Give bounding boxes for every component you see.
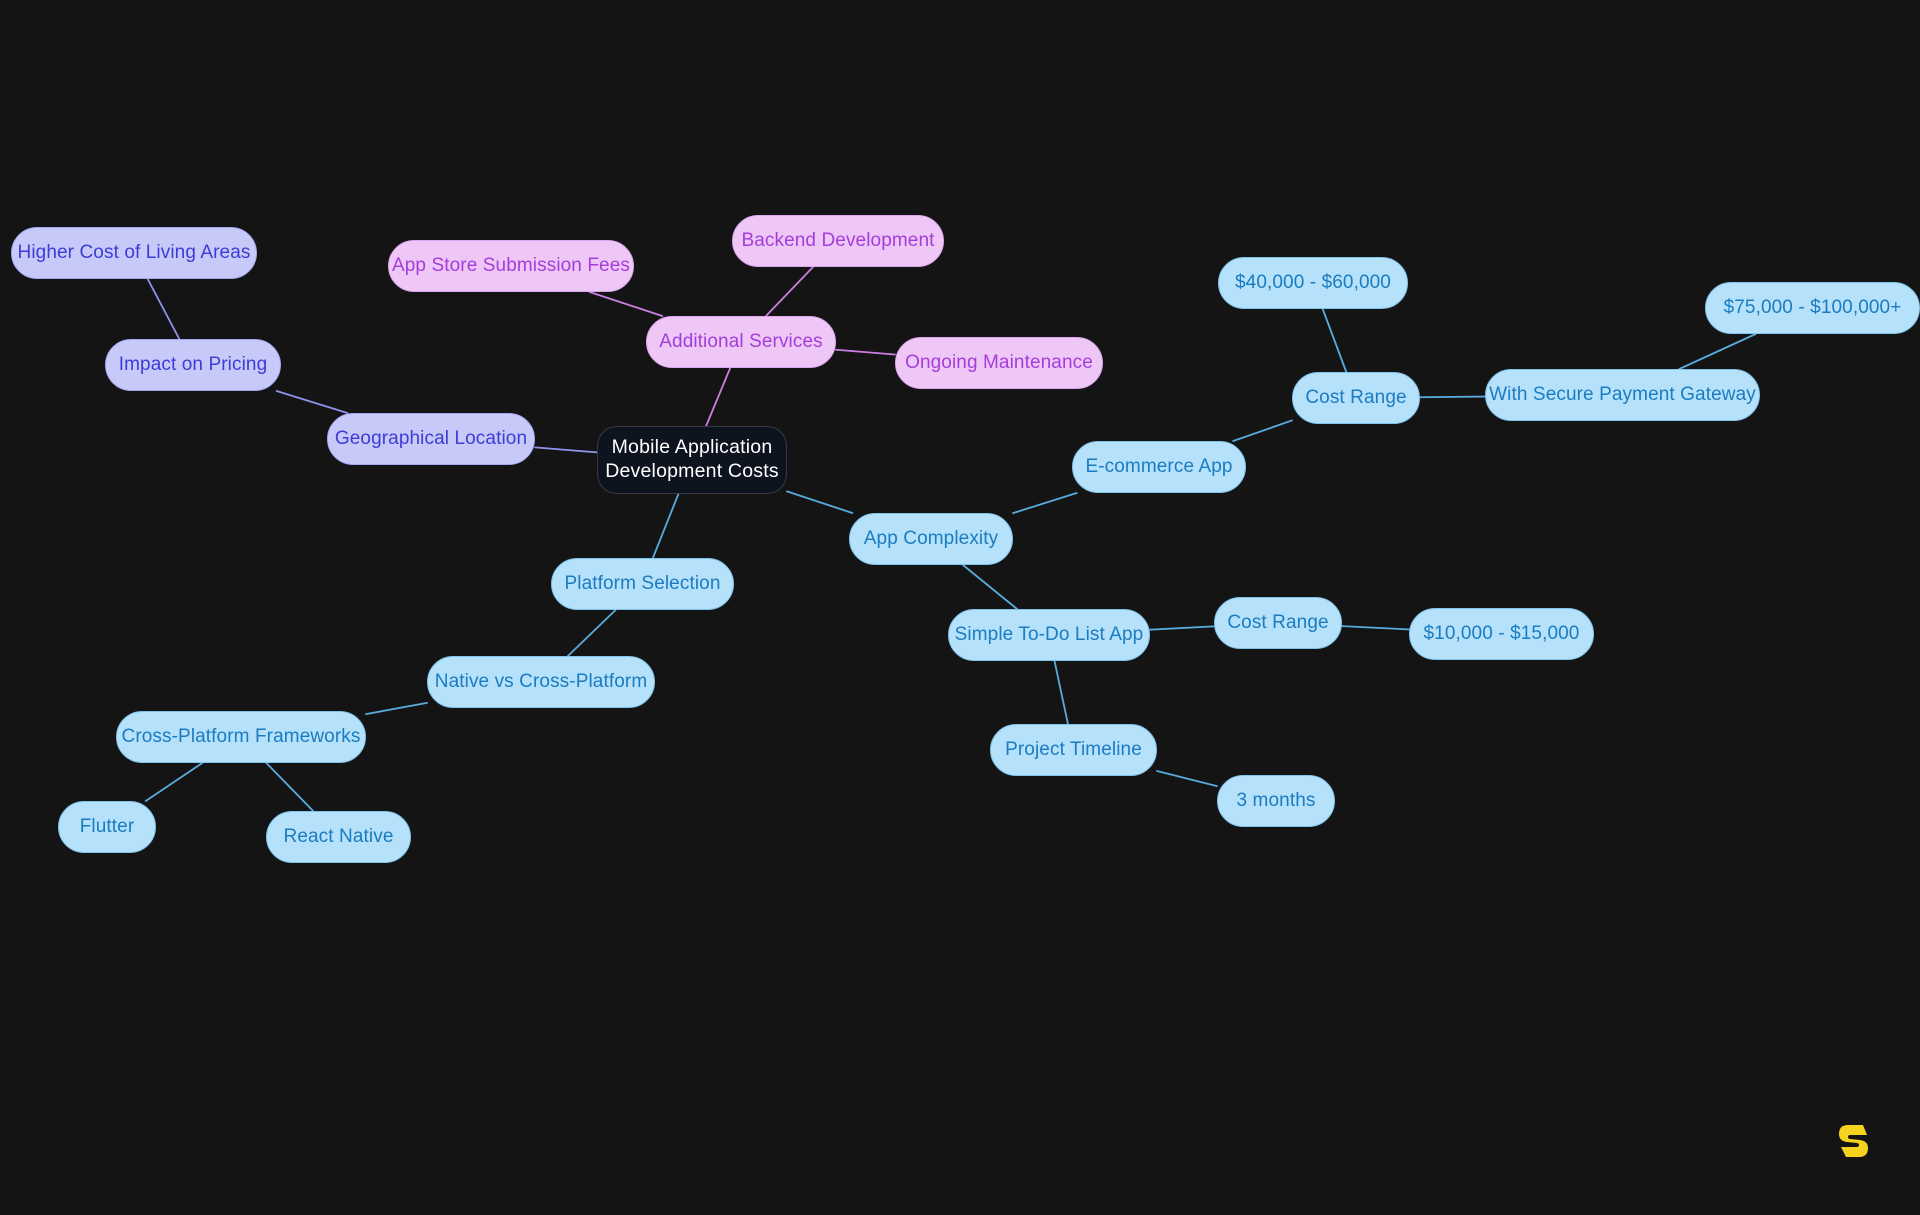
edge-root-to-platform bbox=[651, 493, 680, 559]
mindmap-node-secure_gateway[interactable]: With Secure Payment Gateway bbox=[1485, 369, 1760, 421]
edge-complexity-to-ecommerce bbox=[1012, 492, 1078, 515]
node-label: Flutter bbox=[79, 816, 135, 838]
node-label: $10,000 - $15,000 bbox=[1423, 623, 1580, 645]
mindmap-node-ongoing[interactable]: Ongoing Maintenance bbox=[895, 337, 1103, 389]
node-label: Platform Selection bbox=[564, 573, 721, 595]
node-label: Geographical Location bbox=[334, 428, 528, 450]
node-label: App Complexity bbox=[863, 528, 999, 550]
root-node[interactable]: Mobile Application Development Costs bbox=[597, 426, 787, 494]
mindmap-node-timeline[interactable]: Project Timeline bbox=[990, 724, 1157, 776]
edge-native_cross-to-frameworks bbox=[365, 702, 428, 715]
node-label: $75,000 - $100,000+ bbox=[1723, 297, 1902, 319]
mindmap-node-range_75_100[interactable]: $75,000 - $100,000+ bbox=[1705, 282, 1920, 334]
node-label: E-commerce App bbox=[1085, 456, 1233, 478]
node-label: With Secure Payment Gateway bbox=[1489, 384, 1756, 406]
edge-platform-to-native_cross bbox=[567, 609, 617, 657]
mindmap-node-platform[interactable]: Platform Selection bbox=[551, 558, 734, 610]
node-label: Backend Development bbox=[741, 230, 935, 252]
edge-cost_todo-to-range_10_15 bbox=[1341, 625, 1410, 631]
edge-timeline-to-three_months bbox=[1156, 770, 1218, 788]
node-label: Impact on Pricing bbox=[118, 354, 268, 376]
mindmap-node-geo[interactable]: Geographical Location bbox=[327, 413, 535, 465]
mindmap-node-additional[interactable]: Additional Services bbox=[646, 316, 836, 368]
edge-additional-to-backend bbox=[765, 266, 814, 317]
node-label: App Store Submission Fees bbox=[391, 255, 630, 277]
node-label: Native vs Cross-Platform bbox=[434, 671, 648, 693]
node-label: Mobile Application Development Costs bbox=[605, 436, 779, 482]
mindmap-node-impact[interactable]: Impact on Pricing bbox=[105, 339, 281, 391]
node-label: Project Timeline bbox=[1005, 739, 1142, 761]
mindmap-node-cost_ec[interactable]: Cost Range bbox=[1292, 372, 1420, 424]
mindmap-node-range_10_15[interactable]: $10,000 - $15,000 bbox=[1409, 608, 1594, 660]
mindmap-node-todo[interactable]: Simple To-Do List App bbox=[948, 609, 1150, 661]
node-label: Higher Cost of Living Areas bbox=[17, 242, 251, 264]
edge-impact-to-higher_cost bbox=[146, 278, 181, 340]
node-label: Cross-Platform Frameworks bbox=[121, 726, 361, 748]
mindmap-node-range_40_60[interactable]: $40,000 - $60,000 bbox=[1218, 257, 1408, 309]
edge-additional-to-ongoing bbox=[835, 348, 896, 356]
edge-todo-to-cost_todo bbox=[1149, 625, 1215, 631]
node-label: Cost Range bbox=[1305, 387, 1407, 409]
mindmap-node-complexity[interactable]: App Complexity bbox=[849, 513, 1013, 565]
node-label: React Native bbox=[283, 826, 394, 848]
edge-root-to-additional bbox=[705, 367, 732, 427]
edge-cost_ec-to-secure_gateway bbox=[1419, 395, 1486, 399]
mindmap-node-react_native[interactable]: React Native bbox=[266, 811, 411, 863]
mindmap-node-ecommerce[interactable]: E-commerce App bbox=[1072, 441, 1246, 493]
mindmap-node-three_months[interactable]: 3 months bbox=[1217, 775, 1335, 827]
mindmap-node-appstore[interactable]: App Store Submission Fees bbox=[388, 240, 634, 292]
node-label: Ongoing Maintenance bbox=[905, 352, 1093, 374]
mindmap-node-native_cross[interactable]: Native vs Cross-Platform bbox=[427, 656, 655, 708]
mindmap-node-cost_todo[interactable]: Cost Range bbox=[1214, 597, 1342, 649]
mindmap-node-backend[interactable]: Backend Development bbox=[732, 215, 944, 267]
node-label: Simple To-Do List App bbox=[954, 624, 1144, 646]
edge-todo-to-timeline bbox=[1053, 660, 1069, 725]
edge-secure_gateway-to-range_75_100 bbox=[1678, 333, 1757, 370]
node-label: Cost Range bbox=[1227, 612, 1329, 634]
edge-complexity-to-todo bbox=[962, 564, 1018, 610]
edge-cost_ec-to-range_40_60 bbox=[1321, 308, 1348, 373]
mindmap-node-frameworks[interactable]: Cross-Platform Frameworks bbox=[116, 711, 366, 763]
node-label: $40,000 - $60,000 bbox=[1235, 272, 1391, 294]
edge-additional-to-appstore bbox=[588, 291, 664, 317]
edge-root-to-geo bbox=[534, 446, 598, 454]
node-label: Additional Services bbox=[659, 331, 823, 353]
mindmap-node-flutter[interactable]: Flutter bbox=[58, 801, 156, 853]
edge-frameworks-to-flutter bbox=[144, 762, 204, 802]
edge-geo-to-impact bbox=[275, 390, 349, 414]
edge-root-to-complexity bbox=[786, 490, 854, 514]
edge-ecommerce-to-cost_ec bbox=[1232, 419, 1293, 442]
edge-frameworks-to-react_native bbox=[265, 762, 315, 812]
node-label: 3 months bbox=[1236, 790, 1316, 812]
mindmap-node-higher_cost[interactable]: Higher Cost of Living Areas bbox=[11, 227, 257, 279]
s-logo-watermark-icon bbox=[1839, 1125, 1868, 1157]
